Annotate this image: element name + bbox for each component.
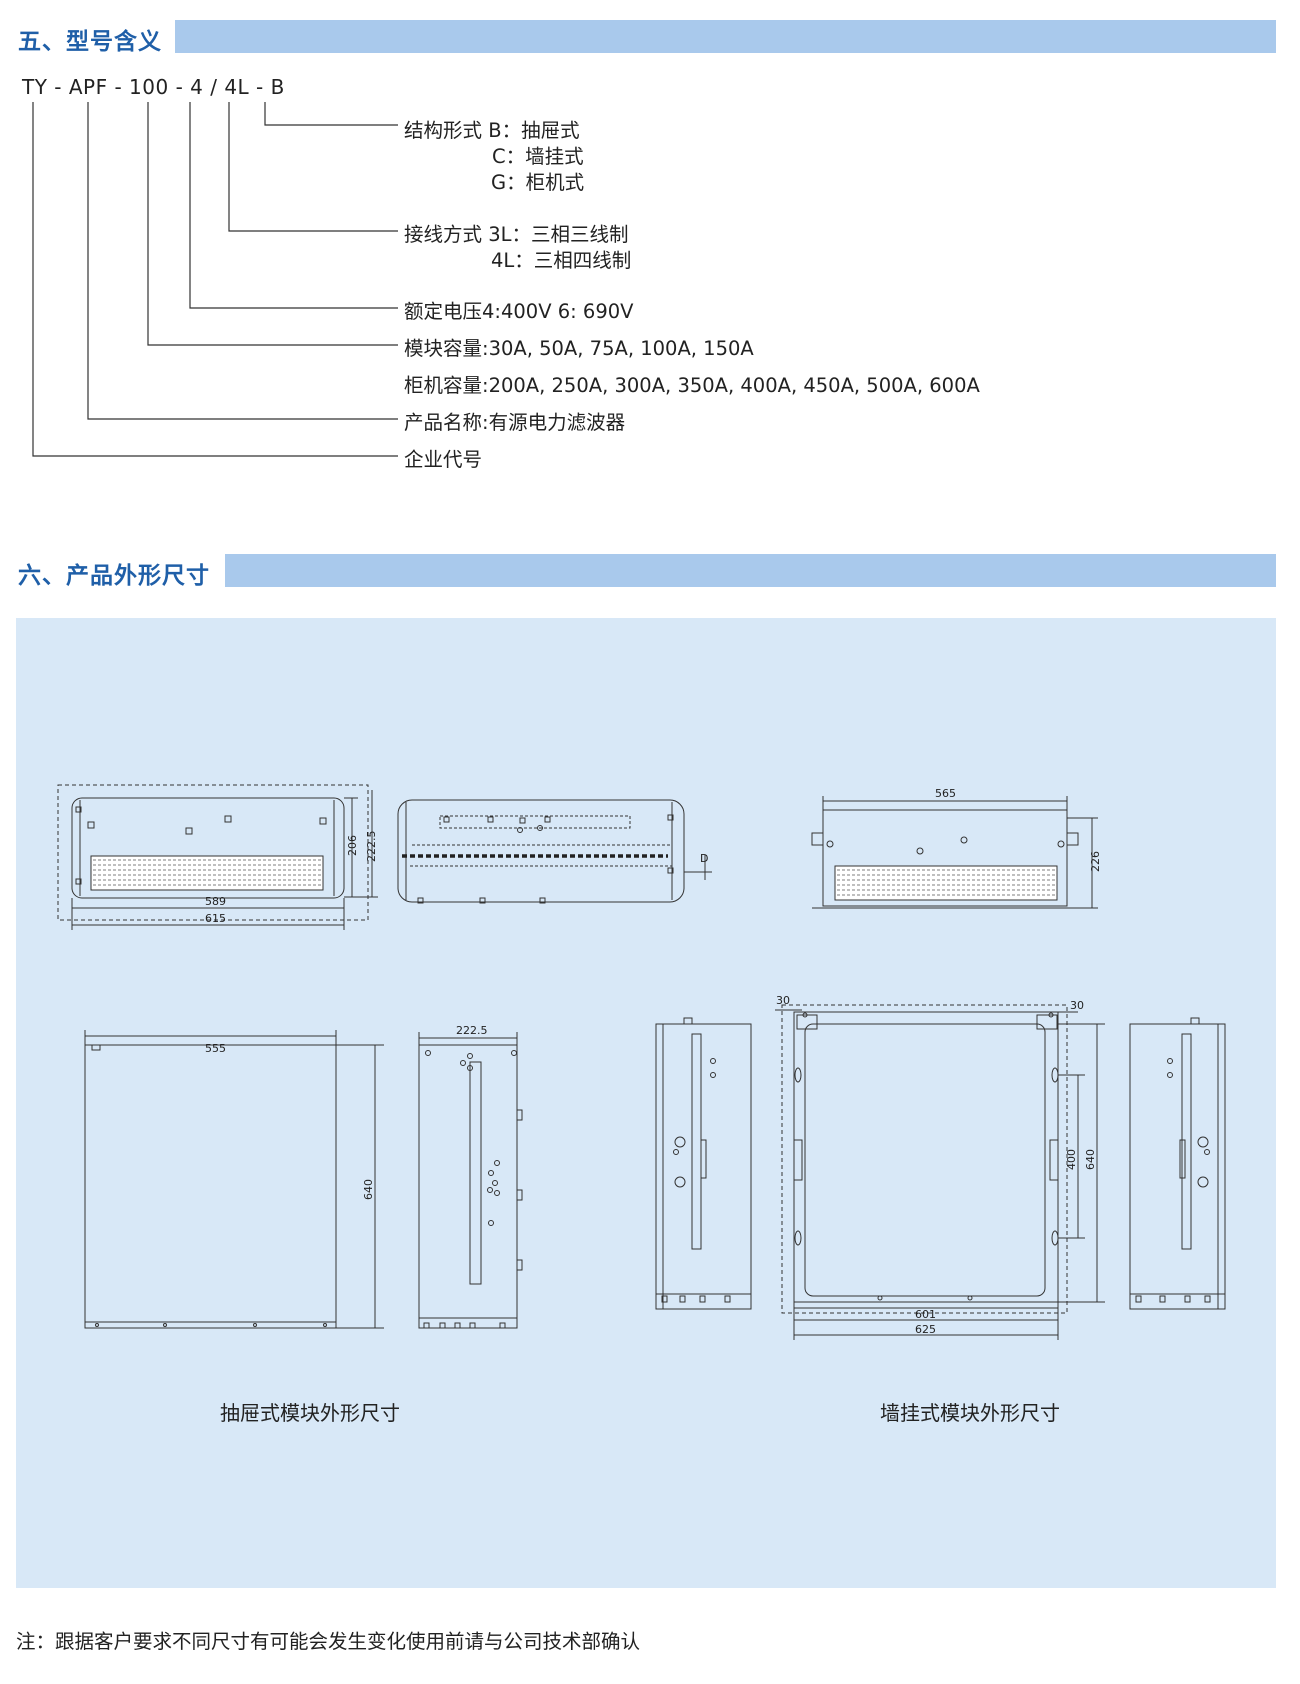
drawer-front-vent [93, 859, 321, 886]
wall-right-side-panel [1129, 1017, 1226, 1310]
dim-30-right: 30 [1070, 999, 1084, 1012]
voltage-text: 额定电压4:400V 6: 690V [404, 300, 634, 323]
dim-D: D [700, 852, 708, 865]
dim-615: 615 [205, 912, 226, 925]
wiring-4l: 4L：三相四线制 [491, 249, 632, 272]
wall-front-vent [837, 869, 1055, 896]
wiring-label: 接线方式 3L：三相三线制 [404, 223, 629, 246]
drawer-caption: 抽屉式模块外形尺寸 [220, 1401, 400, 1425]
dim-640-wall: 640 [1084, 1149, 1097, 1170]
cabinet-capacity-text: 柜机容量:200A, 250A, 300A, 350A, 400A, 450A,… [404, 374, 980, 397]
dim-601: 601 [915, 1308, 936, 1321]
structure-c: C：墙挂式 [492, 145, 584, 168]
wall-left-side-panel [655, 1017, 752, 1310]
drawer-front-view [57, 784, 378, 930]
dim-640-drawer: 640 [362, 1179, 375, 1200]
dim-555: 555 [205, 1042, 226, 1055]
section5-header-bar [175, 20, 1276, 53]
footnote: 注：跟据客户要求不同尺寸有可能会发生变化使用前请与公司技术部确认 [16, 1630, 641, 1653]
dim-206: 206 [346, 835, 359, 856]
structure-label: 结构形式 B：抽屉式 [404, 119, 580, 142]
dim-222-5-side: 222.5 [365, 831, 378, 863]
section5-title: 五、型号含义 [18, 29, 162, 55]
section6-header-bar [225, 554, 1276, 587]
model-code-leader-lines [32, 102, 398, 457]
dim-226: 226 [1089, 851, 1102, 872]
dim-222-5-top: 222.5 [456, 1024, 488, 1037]
company-code-text: 企业代号 [404, 448, 483, 471]
product-name-text: 产品名称:有源电力滤波器 [404, 411, 626, 434]
structure-g: G：柜机式 [491, 171, 585, 194]
section6-title: 六、产品外形尺寸 [18, 563, 210, 589]
dim-625: 625 [915, 1323, 936, 1336]
drawer-top-view [84, 1030, 384, 1329]
dim-30-left: 30 [776, 994, 790, 1007]
drawer-side-view [397, 799, 712, 904]
model-code: TY - APF - 100 - 4 / 4L - B [22, 75, 285, 99]
wall-back-view [775, 1004, 1105, 1340]
module-capacity-text: 模块容量:30A, 50A, 75A, 100A, 150A [404, 337, 754, 360]
dim-400: 400 [1065, 1149, 1078, 1170]
dim-589: 589 [205, 895, 226, 908]
drawer-side-panel [418, 1032, 523, 1329]
dim-565: 565 [935, 787, 956, 800]
wall-caption: 墙挂式模块外形尺寸 [880, 1401, 1060, 1425]
drawing-panel [16, 618, 1276, 1588]
wall-front-view [811, 796, 1098, 909]
